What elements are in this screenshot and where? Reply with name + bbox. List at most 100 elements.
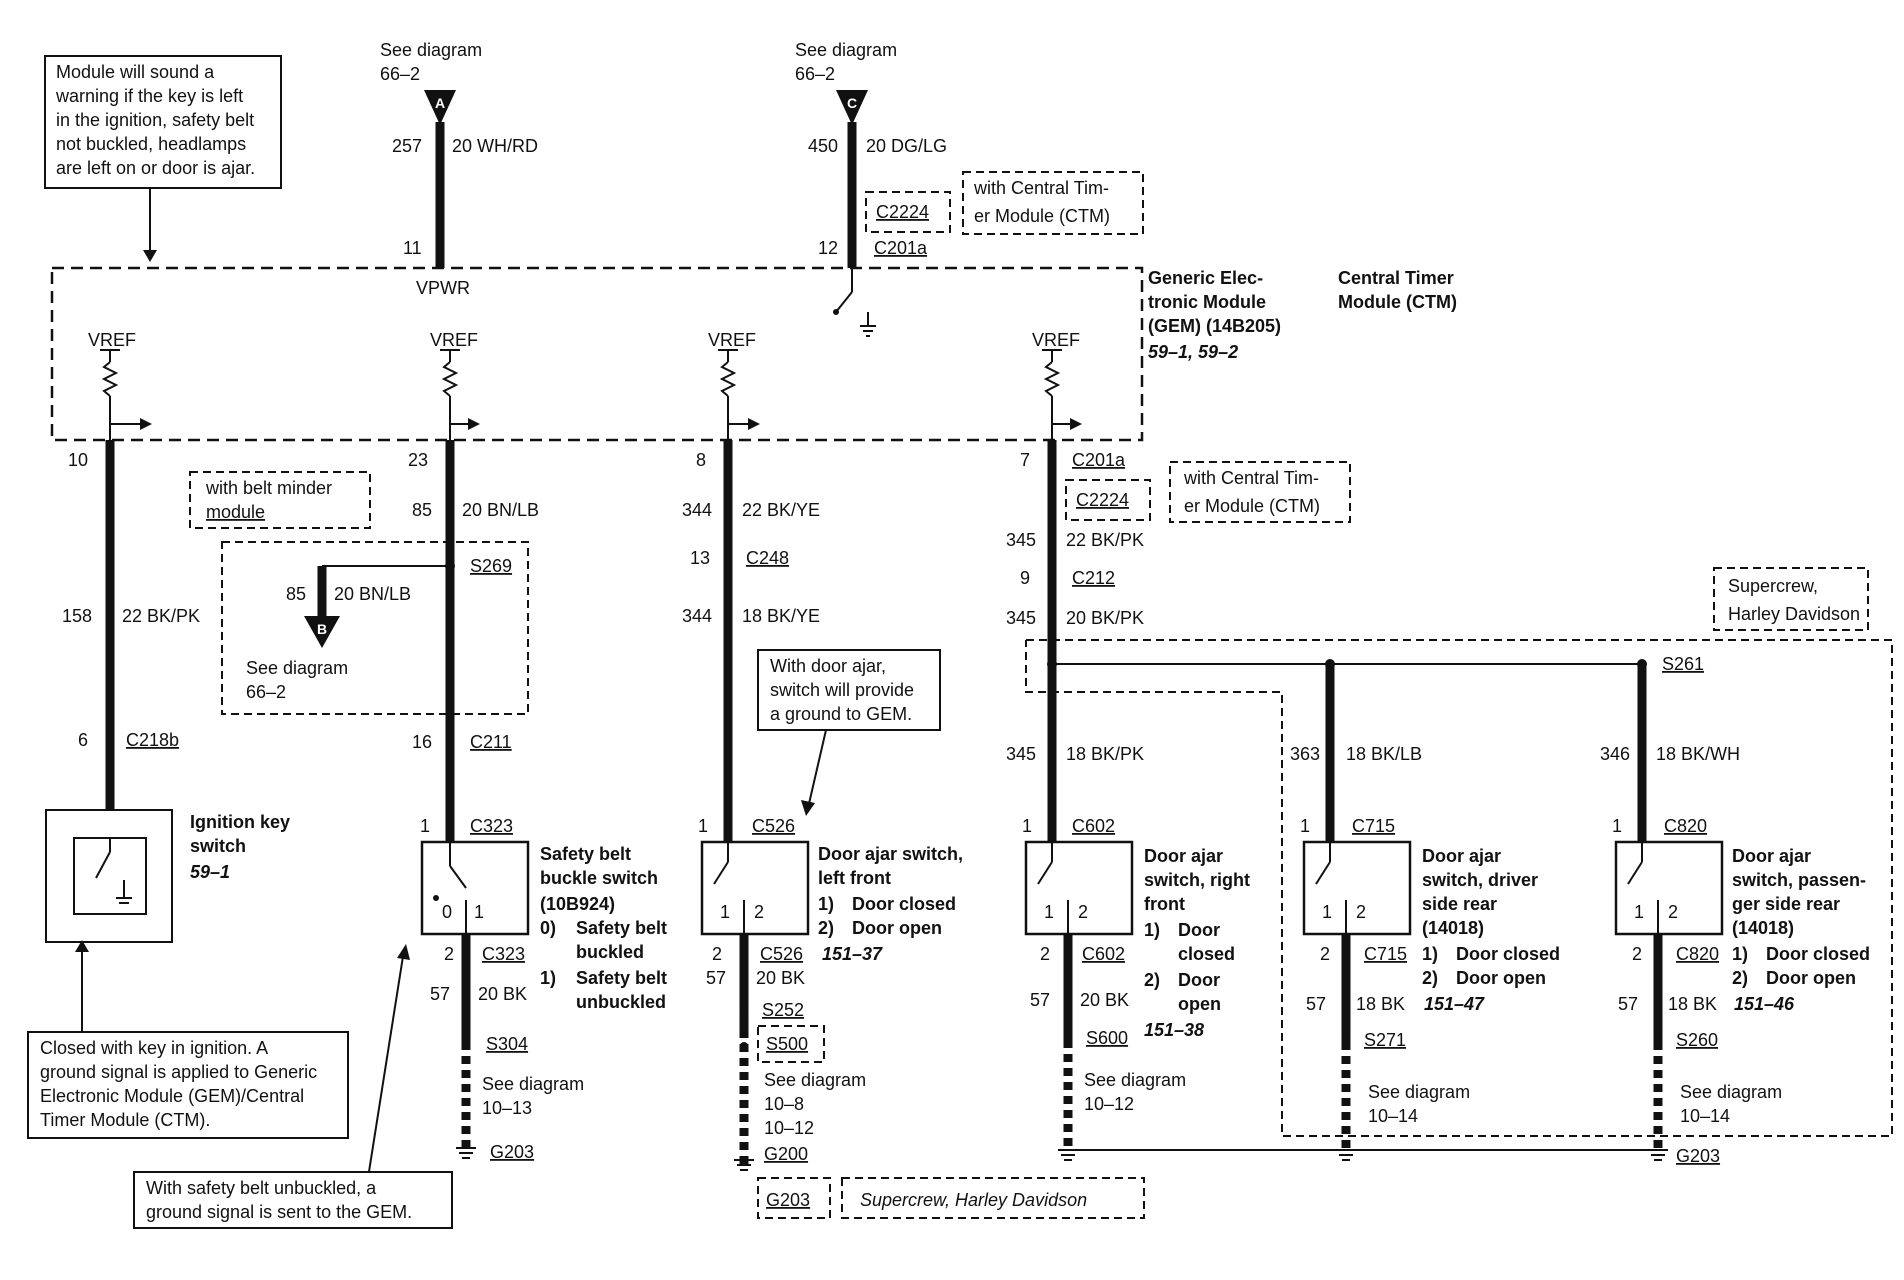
lf-ref: 151–37 [822,944,883,964]
vref-group-2: VREF [430,330,480,440]
belt-switch-label: Safety belt buckle switch (10B924) [540,844,663,914]
ground-g203-belt: G203 [490,1142,534,1162]
splice-s500-dot [740,1042,748,1050]
wire-345-label: 22 BK/PK [1066,530,1144,550]
pin-2-c602: 2 [1040,944,1050,964]
belt-note-box [133,1171,453,1229]
c602-top: C602 [1072,816,1115,836]
rf-p1: 1 [1044,902,1054,922]
belt-note-arrow-head [397,944,410,960]
c2224-bottom-box [1065,479,1151,521]
pin-8: 8 [696,450,706,470]
belt-pos-1: 1 [474,902,484,922]
rf-switch-arm [1037,861,1053,885]
dr-see-ref: 10–14 [1368,1106,1418,1126]
svg-text:VREF: VREF [708,330,756,350]
circuit-57-dr: 57 [1306,994,1326,1014]
dr-ref: 151–47 [1424,994,1485,1014]
splice-s600-dot [1064,1036,1072,1044]
gem-module-box [50,266,1144,442]
b-ref: 66–2 [246,682,286,702]
belt-pos-0: 0 [442,902,452,922]
circuit-345-c: 345 [1006,744,1036,764]
ignition-switch-arm [95,851,111,879]
rf-see: See diagram [1084,1070,1186,1090]
pin-11: 11 [403,238,422,258]
circuit-450: 450 [808,136,838,156]
splice-s304: S304 [486,1034,528,1054]
top-c-ref: 66–2 [795,64,835,84]
pin-16: 16 [412,732,432,752]
door-ajar-note: With door ajar, switch will provide a gr… [770,656,919,724]
c201a-bottom: C201a [1072,450,1126,470]
sc-note: Supercrew, Harley Davidson [860,1190,1087,1210]
svg-text:VREF: VREF [88,330,136,350]
circuit-344: 344 [682,500,712,520]
wire-57-pr-label: 18 BK [1668,994,1717,1014]
vref-group-4: VREF [1032,330,1082,440]
wire-346-label: 18 BK/WH [1656,744,1740,764]
wire-57-lf-label: 20 BK [756,968,805,988]
splice-s269-dot [445,561,455,571]
belt-note: With safety belt unbuckled, a ground sig… [146,1178,412,1222]
circuit-57-belt: 57 [430,984,450,1004]
dr-states: 1) Door closed 2) Door open [1422,944,1565,988]
pr-switch-label: Door ajar switch, passen- ger side rear … [1732,846,1871,938]
belt-note-arrow [367,949,405,1179]
rf-switch-box [1024,840,1134,936]
top-c-see: See diagram [795,40,897,60]
circuit-346: 346 [1600,744,1630,764]
b-see: See diagram [246,658,348,678]
rf-p2: 2 [1078,902,1088,922]
belt-minder-dashed-region [221,541,529,715]
g203-box [757,1177,831,1219]
c248: C248 [746,548,789,568]
dr-see: See diagram [1368,1082,1470,1102]
lf-p1: 1 [720,902,730,922]
wire-85-label: 20 BN/LB [462,500,539,520]
lf-switch-box [700,840,810,936]
lf-switch-arm [713,861,729,885]
lf-p2: 2 [754,902,764,922]
wire-57-belt-label: 20 BK [478,984,527,1004]
gem-ref: 59–1, 59–2 [1148,342,1238,362]
pr-states: 1) Door closed 2) Door open [1732,944,1875,988]
vpwr-label: VPWR [416,278,470,298]
connector-b-letter: B [317,621,327,637]
pr-see: See diagram [1680,1082,1782,1102]
pr-p2: 2 [1668,902,1678,922]
c212: C212 [1072,568,1115,588]
rf-states: 1) Door closed 2) Door open [1144,920,1240,1014]
pin-2-c323: 2 [444,944,454,964]
circuit-85-b: 85 [286,584,306,604]
key-warning-note: Module will sound a warning if the key i… [55,62,259,178]
pin-1-c715: 1 [1300,816,1310,836]
pin-2-c820: 2 [1632,944,1642,964]
door-note-arrow [807,729,827,809]
lf-see-ref2: 10–12 [764,1118,814,1138]
c211: C211 [470,732,512,752]
connector-a-letter: A [435,95,445,111]
dr-switch-box [1302,840,1412,936]
pin-10: 10 [68,450,88,470]
pr-p1: 1 [1634,902,1644,922]
circuit-57-lf: 57 [706,968,726,988]
note-arrow-head [143,250,157,262]
rf-ref: 151–38 [1144,1020,1204,1040]
svg-text:VREF: VREF [1032,330,1080,350]
pr-ref: 151–46 [1734,994,1795,1014]
connector-a-icon [424,90,456,125]
c715-top: C715 [1352,816,1395,836]
circuit-57-rf: 57 [1030,990,1050,1010]
wire-345-b-label: 20 BK/PK [1066,608,1144,628]
splice-s304-dot [462,1040,470,1048]
pin-7: 7 [1020,450,1030,470]
dr-switch-arm [1315,861,1331,885]
s500-box [757,1025,825,1063]
belt-switch-box [420,840,530,936]
pin-2-c526: 2 [712,944,722,964]
dr-p2: 2 [1356,902,1366,922]
ignition-label: Ignition key switch [190,812,295,856]
vref-group-3: VREF [708,330,760,440]
c820-top: C820 [1664,816,1707,836]
